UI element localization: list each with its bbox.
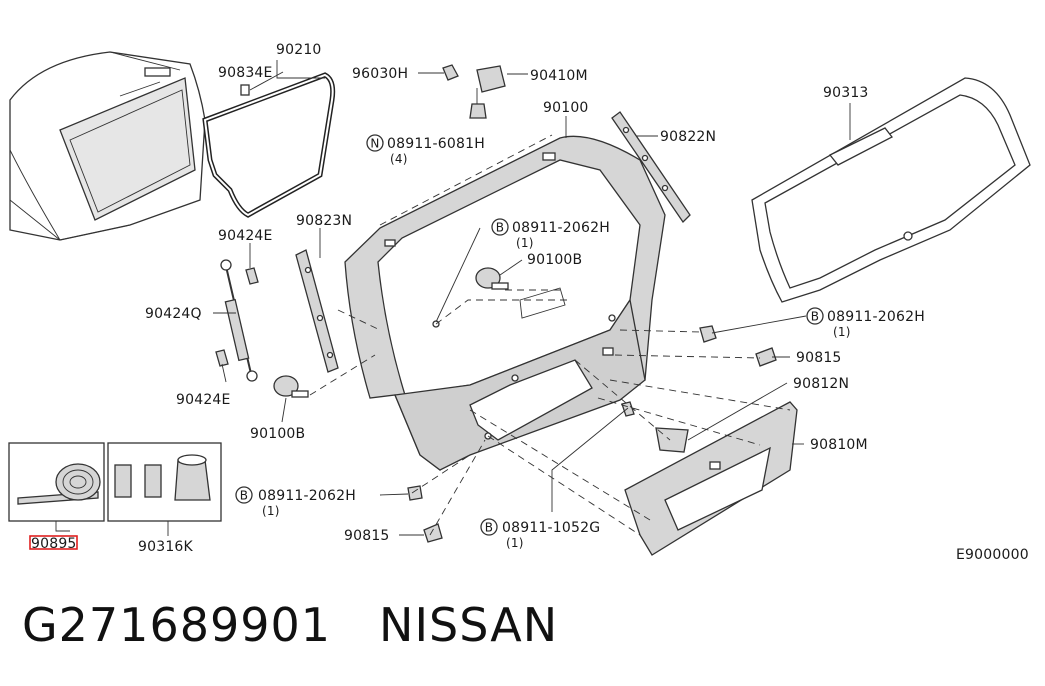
qty-08911-2062H-c: (1) — [262, 504, 280, 518]
gas-stay-90424Q — [215, 259, 259, 382]
label-90210: 90210 — [276, 42, 322, 58]
vehicle-rear-illustration — [9, 51, 206, 241]
label-08911-2062H-b: 08911-2062H — [827, 309, 925, 325]
hardware-pieces — [407, 64, 777, 543]
kit-box-90316K — [107, 442, 222, 536]
qty-08911-1052G: (1) — [506, 536, 524, 550]
circle-b-marker: B — [811, 310, 819, 324]
label-90410M: 90410M — [530, 68, 588, 84]
circle-b-marker: B — [485, 521, 493, 535]
qty-08911-2062H-a: (1) — [516, 236, 534, 250]
seal-90210 — [202, 72, 336, 218]
label-90834E: 90834E — [218, 65, 273, 81]
brand-name: NISSAN — [379, 598, 559, 652]
parts-diagram: N B B B B 90210 90834E 96030H 90410M 901… — [8, 42, 1031, 563]
label-90822N: 90822N — [660, 129, 716, 145]
footer-caption: G271689901 NISSAN — [22, 598, 558, 662]
label-90316K: 90316K — [138, 539, 194, 555]
label-08911-1052G: 08911-1052G — [502, 520, 600, 536]
label-90812N: 90812N — [793, 376, 849, 392]
garnish-90810M — [624, 401, 798, 556]
circle-markers: N B B B B — [235, 134, 824, 536]
phantom-lines — [309, 134, 791, 536]
circle-n-marker: N — [370, 137, 379, 151]
label-96030H: 96030H — [352, 66, 408, 82]
label-08911-2062H-a: 08911-2062H — [512, 220, 610, 236]
circle-b-marker: B — [240, 489, 248, 503]
label-90100B-b: 90100B — [250, 426, 305, 442]
part-labels: 90210 90834E 96030H 90410M 90100 90822N … — [31, 42, 1029, 563]
label-90810M: 90810M — [810, 437, 868, 453]
qty-08911-6081H: (4) — [390, 152, 408, 166]
label-08911-2062H-c: 08911-2062H — [258, 488, 356, 504]
kit-box-90895 — [8, 442, 105, 550]
label-90815-a: 90815 — [796, 350, 842, 366]
label-90823N: 90823N — [296, 213, 352, 229]
label-90100B-a: 90100B — [527, 252, 582, 268]
label-90313: 90313 — [823, 85, 869, 101]
label-90895: 90895 — [31, 536, 77, 552]
qty-08911-2062H-b: (1) — [833, 325, 851, 339]
strip-90823N — [295, 249, 339, 373]
reference-code: E9000000 — [956, 547, 1029, 563]
label-90424Q: 90424Q — [145, 306, 202, 322]
strip-90822N — [611, 111, 691, 224]
label-08911-6081H: 08911-6081H — [387, 136, 485, 152]
label-90424E-bottom: 90424E — [176, 392, 231, 408]
highlight-box — [29, 535, 78, 550]
stopper-90100B — [273, 267, 509, 398]
part-number: G271689901 — [22, 598, 332, 652]
rear-glass-90313 — [751, 77, 1031, 303]
circle-b-marker: B — [496, 221, 504, 235]
back-door-panel — [344, 135, 666, 471]
leader-lines — [213, 60, 851, 536]
label-90815-b: 90815 — [344, 528, 390, 544]
label-90424E-top: 90424E — [218, 228, 273, 244]
label-90100: 90100 — [543, 100, 589, 116]
